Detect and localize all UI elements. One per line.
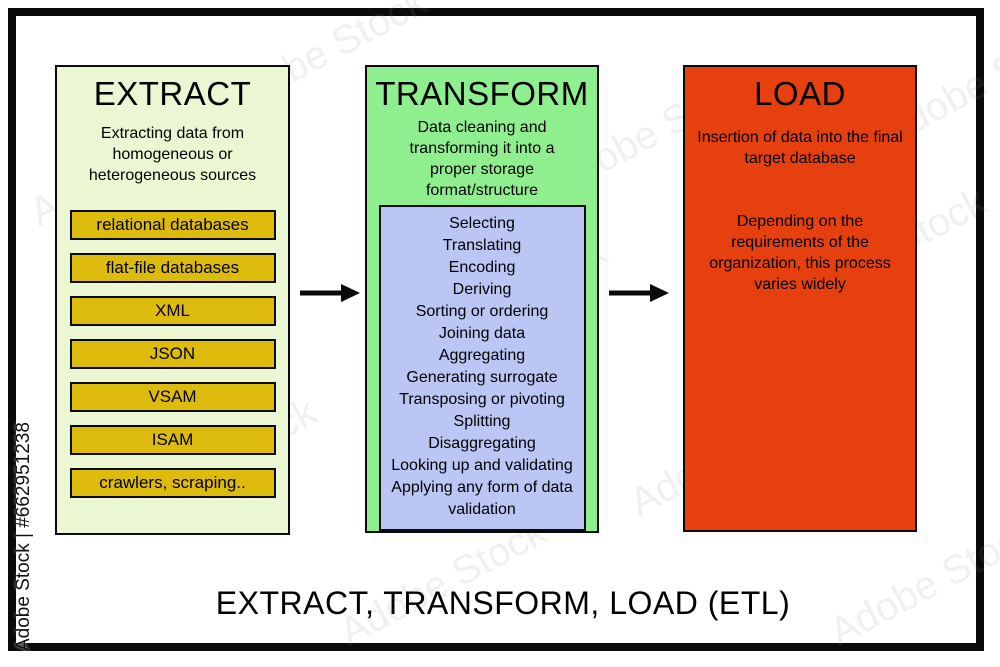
load-paragraph: Depending on the requirements of the org… <box>709 213 891 293</box>
load-title: LOAD <box>754 75 846 112</box>
transform-title: TRANSFORM <box>375 75 589 112</box>
transform-operations-box: Selecting Translating Encoding Deriving … <box>378 205 586 531</box>
operation-item: Joining data <box>438 325 526 342</box>
transform-subtitle-line: proper storage <box>429 161 535 178</box>
source-box-crawlers-scraping: crawlers, scraping.. <box>69 468 276 498</box>
source-box-isam: ISAM <box>69 425 276 455</box>
operation-item: Sorting or ordering <box>415 303 549 320</box>
operation-item: Aggregating <box>438 347 526 364</box>
source-box-json: JSON <box>69 339 276 369</box>
extract-panel: EXTRACT Extracting data from homogeneous… <box>55 65 290 535</box>
operation-item: Looking up and validating <box>391 457 573 474</box>
operation-item: Disaggregating <box>428 435 536 452</box>
extract-subtitle-line: heterogeneous sources <box>88 167 257 184</box>
operation-item: Selecting <box>449 215 515 232</box>
operation-item: Splitting <box>453 413 511 430</box>
source-box-xml: XML <box>69 296 276 326</box>
extract-subtitle: Extracting data from homogeneous or hete… <box>57 123 288 186</box>
diagram-caption: EXTRACT, TRANSFORM, LOAD (ETL) <box>215 585 791 621</box>
source-box-flat-file-databases: flat-file databases <box>69 253 276 283</box>
extract-source-list: relational databases flat-file databases… <box>57 210 288 498</box>
operation-item: Transposing or pivoting <box>399 391 565 408</box>
transform-subtitle-line: transforming it into a <box>409 140 555 157</box>
extract-subtitle-line: homogeneous or <box>112 146 233 163</box>
load-panel: LOAD Insertion of data into the final ta… <box>683 65 917 532</box>
operation-item: Translating <box>442 237 522 254</box>
operation-item: Deriving <box>452 281 512 298</box>
operation-item: Encoding <box>448 259 516 276</box>
transform-panel: TRANSFORM Data cleaning and transforming… <box>365 65 599 533</box>
transform-subtitle: Data cleaning and transforming it into a… <box>367 117 597 201</box>
extract-subtitle-line: Extracting data from <box>100 125 245 142</box>
load-paragraph: Insertion of data into the final target … <box>697 129 903 167</box>
operation-item: Generating surrogate <box>406 369 558 386</box>
transform-subtitle-line: Data cleaning and <box>417 119 547 136</box>
extract-title: EXTRACT <box>93 75 252 112</box>
source-box-relational-databases: relational databases <box>69 210 276 240</box>
operation-item: Applying any form of data validation <box>391 479 573 518</box>
source-box-vsam: VSAM <box>69 382 276 412</box>
arrow-right-icon <box>609 284 669 302</box>
stock-id-watermark: Adobe Stock | #662951238 <box>13 422 34 651</box>
arrow-right-icon <box>300 284 360 302</box>
transform-subtitle-line: format/structure <box>425 182 539 199</box>
